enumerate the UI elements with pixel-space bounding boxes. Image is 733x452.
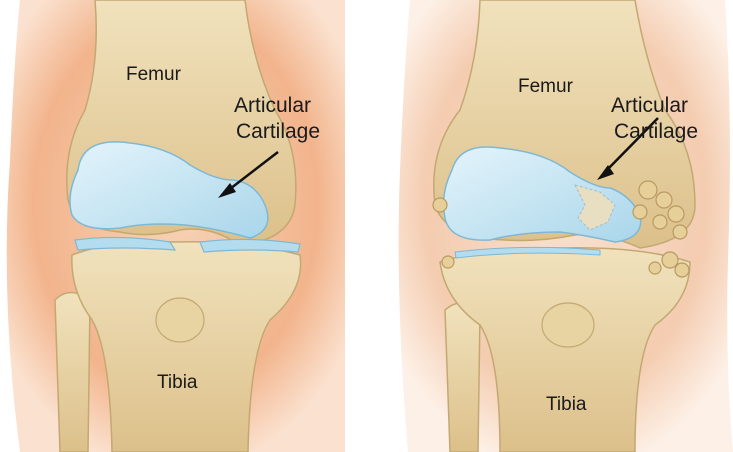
tibial-tuberosity-right	[542, 303, 594, 347]
tibia-label: Tibia	[157, 372, 198, 393]
cartilage-label-line2-right: Cartilage	[614, 120, 698, 143]
tibial-cartilage-lateral	[200, 239, 300, 252]
fibula-bone	[55, 293, 90, 452]
panel-arthritic-knee: Femur Articular Cartilage Tibia	[399, 0, 733, 452]
fibula-bone-right	[445, 303, 480, 452]
panel-healthy-knee: Femur Articular Cartilage Tibia	[7, 0, 345, 452]
femur-label-right: Femur	[518, 76, 574, 97]
cartilage-label-line1: Articular	[234, 94, 311, 117]
femur-label: Femur	[126, 64, 182, 85]
cartilage-label-line2: Cartilage	[236, 120, 320, 143]
tibia-label-right: Tibia	[546, 394, 587, 415]
cartilage-label-line1-right: Articular	[611, 94, 688, 117]
tibial-tuberosity	[156, 298, 204, 342]
